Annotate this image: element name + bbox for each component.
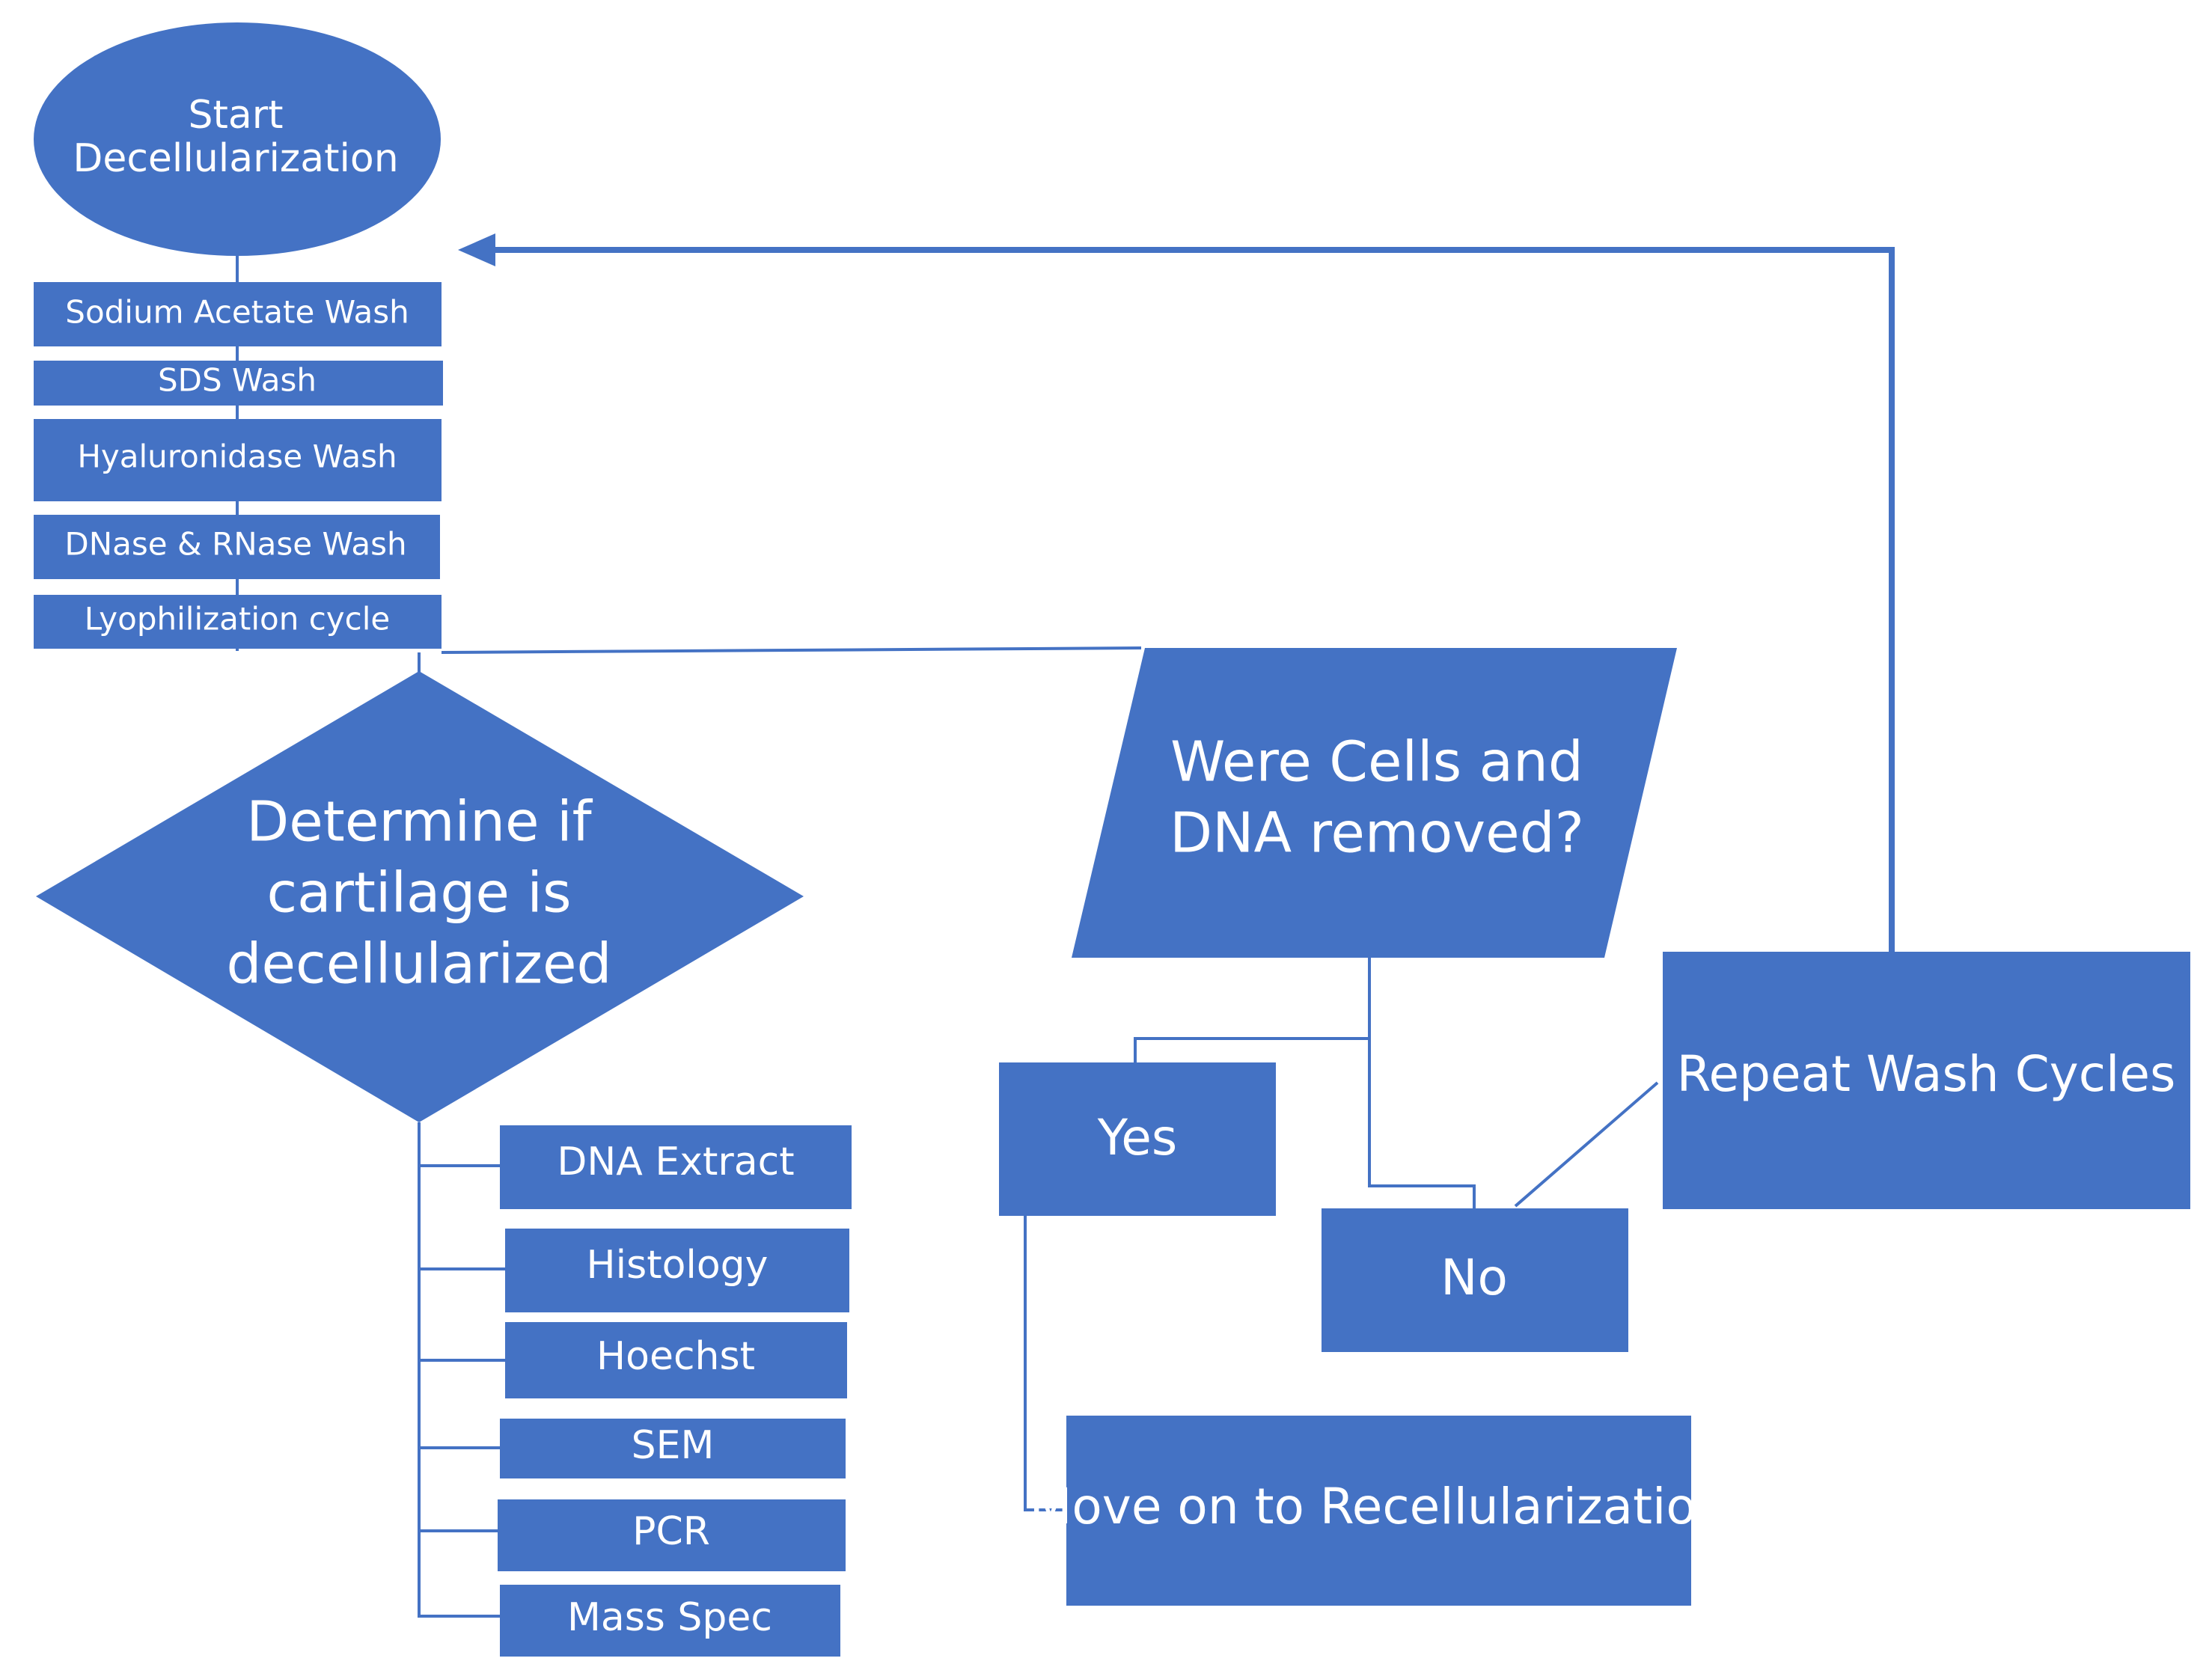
question-label-line2: DNA removed? (1170, 801, 1584, 866)
lyophilization-to-question-connector (441, 646, 1142, 654)
question-to-no-connector (1368, 1039, 1476, 1208)
yes-label: Yes (1097, 1109, 1178, 1166)
repeat-label: Repeat Wash Cycles (1677, 1045, 2176, 1103)
start-label-line2: Decellularization (73, 136, 398, 181)
wash-step-hyaluronidase: Hyaluronidase Wash (34, 419, 442, 501)
test-dna-extract: DNA Extract (500, 1125, 852, 1209)
start-label-line1: Start (188, 93, 283, 138)
no-label: No (1440, 1249, 1508, 1306)
decellularization-decision: Determine if cartilage is decellularized (36, 671, 804, 1122)
repeat-loop-arrowhead-icon (458, 233, 495, 266)
decision-label-line1: Determine if (246, 790, 593, 854)
wash-step-label: DNase & RNase Wash (64, 526, 406, 563)
wash-step-sodium-acetate: Sodium Acetate Wash (34, 282, 442, 346)
question-label-line1: Were Cells and (1170, 730, 1583, 795)
test-sem: SEM (500, 1419, 846, 1478)
question-to-yes-connector (1134, 958, 1371, 1062)
test-label: Mass Spec (567, 1595, 772, 1640)
wash-stack: Sodium Acetate Wash SDS Wash Hyaluronida… (34, 282, 443, 649)
start-node: Start Decellularization (34, 22, 441, 256)
test-mass-spec: Mass Spec (500, 1585, 840, 1657)
connectors (236, 233, 1895, 1618)
test-label: DNA Extract (557, 1140, 794, 1184)
test-label: SEM (632, 1423, 715, 1468)
test-label: Hoechst (596, 1334, 755, 1379)
decision-label-line3: decellularized (227, 932, 612, 997)
test-label: PCR (632, 1509, 710, 1554)
repeat-loop-arrow (495, 247, 1895, 952)
wash-step-dnase-rnase: DNase & RNase Wash (34, 515, 440, 579)
wash-step-label: SDS Wash (158, 362, 317, 399)
no-to-repeat-connector (1514, 1081, 1659, 1208)
decision-label-line2: cartilage is (266, 861, 571, 926)
repeat-wash-box: Repeat Wash Cycles (1663, 952, 2190, 1209)
wash-step-lyophilization: Lyophilization cycle (34, 595, 442, 649)
test-hoechst: Hoechst (505, 1322, 847, 1398)
yes-box: Yes (999, 1062, 1276, 1216)
tests-bracket-connector (418, 1122, 500, 1618)
wash-step-label: Hyaluronidase Wash (77, 438, 397, 475)
wash-step-label: Sodium Acetate Wash (65, 294, 409, 331)
test-pcr: PCR (498, 1499, 846, 1571)
recellularization-box: Move on to Recellularization (1029, 1416, 1728, 1606)
no-box: No (1322, 1208, 1628, 1352)
yes-to-recellularization-connector (1024, 1216, 1066, 1511)
test-list: DNA Extract Histology Hoechst SEM PCR Ma… (498, 1125, 852, 1657)
test-histology: Histology (505, 1229, 849, 1312)
cells-dna-question: Were Cells and DNA removed? (1072, 648, 1677, 958)
test-label: Histology (587, 1243, 769, 1288)
wash-step-sds: SDS Wash (34, 361, 443, 406)
recellularization-label: Move on to Recellularization (1029, 1478, 1727, 1535)
wash-step-label: Lyophilization cycle (85, 601, 391, 637)
